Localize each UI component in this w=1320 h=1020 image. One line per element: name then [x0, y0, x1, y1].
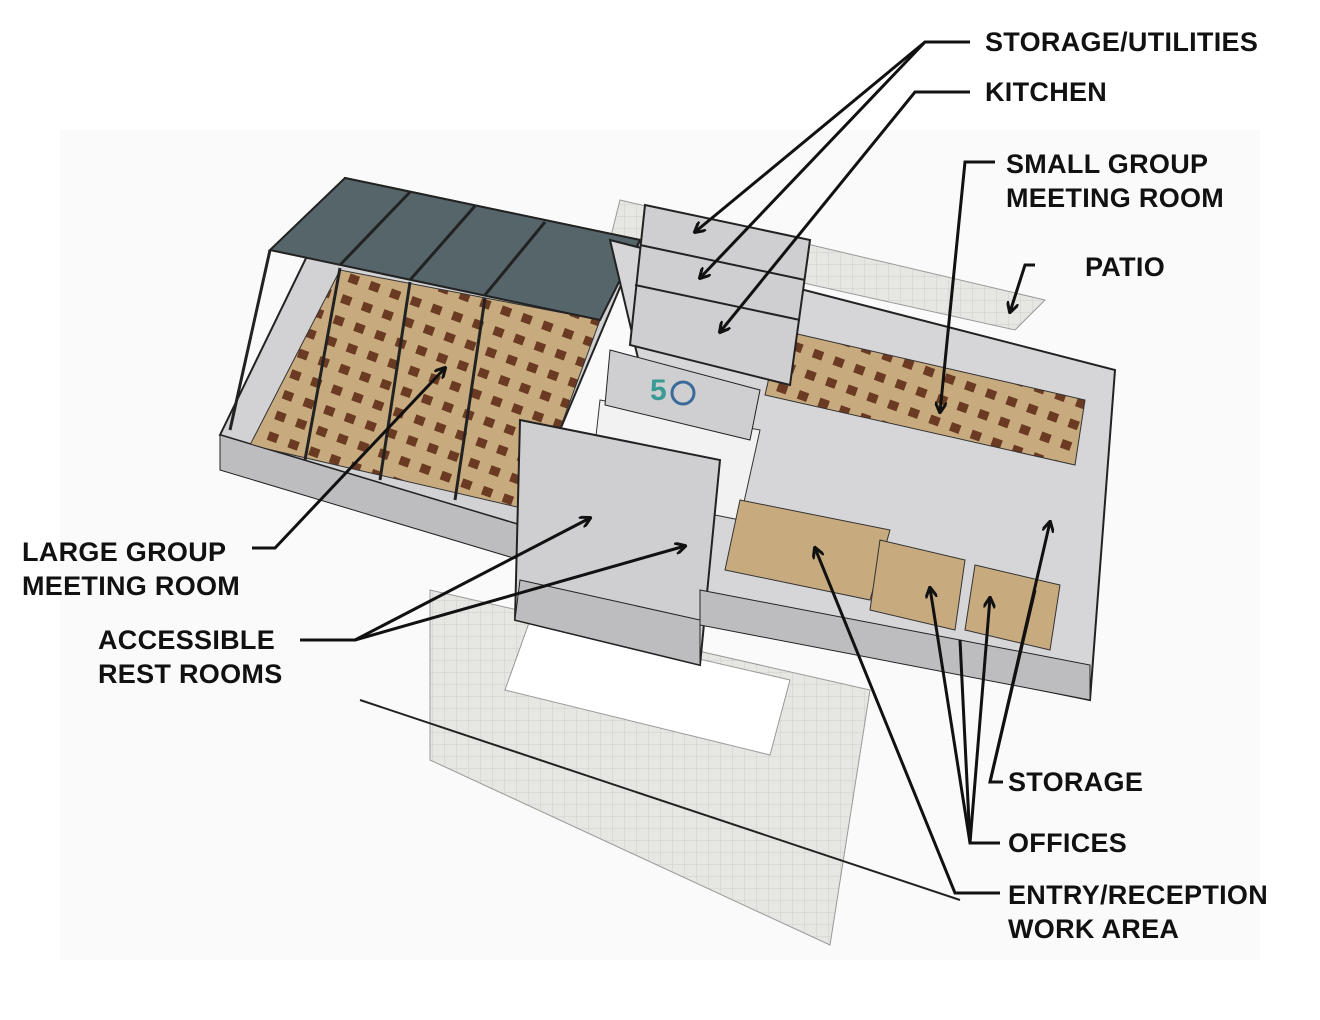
label-storage: STORAGE [1008, 767, 1144, 797]
callout-arrows [252, 40, 1050, 895]
label-rest-rooms-1: ACCESSIBLE [98, 625, 276, 655]
arc-logo: 5 [650, 374, 696, 407]
label-patio: PATIO [1085, 252, 1165, 282]
street-edge [359, 699, 961, 901]
label-large-group-1: LARGE GROUP [22, 537, 227, 567]
label-entry-1: ENTRY/RECEPTION [1008, 880, 1269, 910]
roof-panels [267, 176, 642, 322]
label-rest-rooms-2: REST ROOMS [98, 659, 283, 689]
label-small-group-2: MEETING ROOM [1006, 183, 1225, 213]
svg-text:5: 5 [650, 374, 667, 407]
office-1-floor [869, 539, 966, 631]
label-small-group-1: SMALL GROUP [1006, 149, 1209, 179]
logo-wall [604, 349, 761, 441]
label-kitchen: KITCHEN [985, 77, 1108, 107]
reception-floor [724, 499, 891, 601]
label-large-group-2: MEETING ROOM [22, 571, 241, 601]
label-offices: OFFICES [1008, 828, 1128, 858]
label-storage-utilities: STORAGE/UTILITIES [985, 27, 1259, 57]
lawn [504, 619, 791, 756]
kitchen-storage-block [628, 203, 812, 387]
label-entry-2: WORK AREA [1008, 914, 1180, 944]
restroom-facade [514, 579, 701, 666]
